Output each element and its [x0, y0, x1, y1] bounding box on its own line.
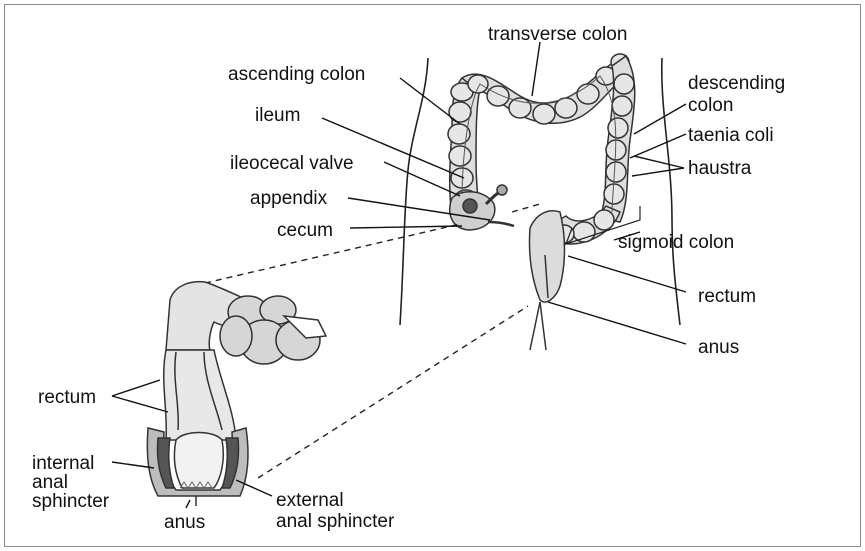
- label-taenia-coli: taenia coli: [688, 125, 774, 146]
- inset-rectum-closeup: [147, 282, 326, 506]
- label-ileum: ileum: [255, 105, 300, 126]
- label-rectum-inset: rectum: [38, 387, 96, 408]
- label-haustra: haustra: [688, 158, 752, 179]
- labels: transverse colon ascending colon descend…: [32, 24, 785, 533]
- label-appendix: appendix: [250, 188, 328, 209]
- appendix-shape: [488, 222, 514, 226]
- label-descending-colon-line2: colon: [688, 95, 733, 116]
- label-internal-anal-sphincter-line1: internal: [32, 453, 94, 474]
- label-transverse-colon: transverse colon: [488, 24, 627, 45]
- label-external-anal-sphincter-line2: anal sphincter: [276, 511, 395, 532]
- label-ileocecal-valve: ileocecal valve: [230, 153, 354, 174]
- label-internal-anal-sphincter-line2: anal: [32, 472, 68, 493]
- label-descending-colon-line1: descending: [688, 73, 785, 94]
- colon: [448, 54, 640, 350]
- label-ascending-colon: ascending colon: [228, 64, 365, 85]
- label-anus: anus: [698, 337, 739, 358]
- label-anus-inset: anus: [164, 512, 205, 533]
- label-internal-anal-sphincter-line3: sphincter: [32, 491, 110, 512]
- label-rectum: rectum: [698, 286, 756, 307]
- label-external-anal-sphincter-line1: external: [276, 490, 344, 511]
- label-sigmoid-colon: sigmoid colon: [618, 232, 734, 253]
- label-cecum: cecum: [277, 220, 333, 241]
